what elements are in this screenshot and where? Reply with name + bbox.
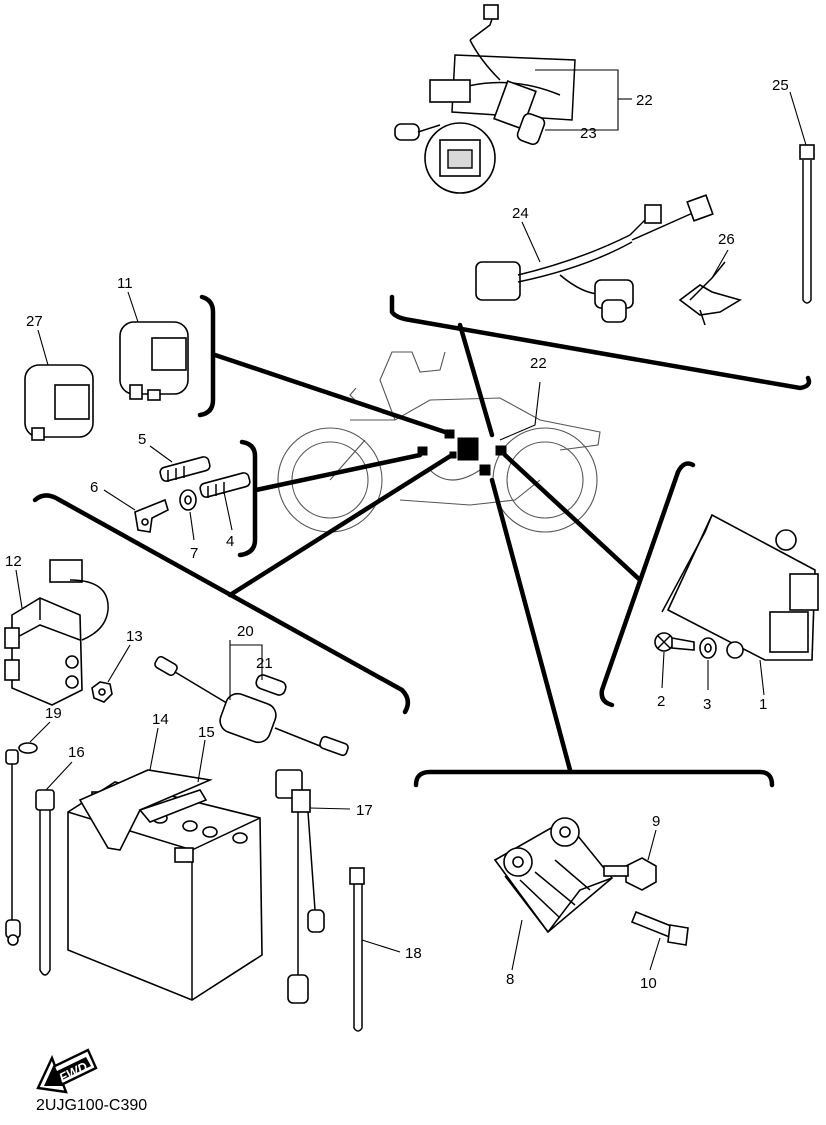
callout-4: 4 (226, 533, 234, 550)
callout-22: 22 (636, 92, 653, 109)
callout-24: 24 (512, 205, 529, 222)
callout-17: 17 (356, 802, 373, 819)
motorcycle-silhouette (277, 351, 601, 533)
part-15-battery-band (78, 769, 213, 851)
callout-19: 19 (45, 705, 62, 722)
part-1-cdi-unit (661, 513, 819, 661)
part-17-lead-wire (275, 769, 325, 1004)
callout-10: 10 (640, 975, 657, 992)
part-2-screw (654, 632, 695, 652)
part-18-cable-tie (349, 867, 365, 1032)
callout-22-bike: 22 (530, 355, 547, 372)
callout-25: 25 (772, 77, 789, 94)
callout-6: 6 (90, 479, 98, 496)
part-23-connector (516, 112, 546, 146)
diagram-code: 2UJG100-C390 (36, 1097, 148, 1114)
callout-8: 8 (506, 971, 514, 988)
part-4-fuse-holder (199, 472, 251, 498)
callout-11: 11 (117, 275, 133, 292)
leader-lines (32, 294, 812, 788)
part-3-washer (699, 637, 717, 659)
part-11-relay (119, 321, 189, 401)
callout-23: 23 (580, 125, 597, 142)
part-9-bolt (603, 857, 657, 891)
part-6-bracket (134, 498, 169, 533)
part-10-bolt (630, 910, 689, 946)
part-20-fuse-lead (154, 655, 349, 757)
part-19-ground-lead (5, 742, 38, 946)
callout-1: 1 (759, 696, 767, 713)
callout-12: 12 (5, 553, 22, 570)
callout-5: 5 (138, 431, 146, 448)
callout-18: 18 (405, 945, 422, 962)
part-16-breather-hose (35, 789, 55, 976)
callout-numbers: 1 2 3 4 5 6 7 8 9 10 11 12 13 14 15 16 1… (5, 77, 789, 992)
callout-21: 21 (256, 655, 273, 672)
fwd-arrow-icon: FWD (36, 1048, 98, 1094)
callout-15: 15 (198, 724, 215, 741)
part-5-fuse-holder (159, 456, 211, 482)
center-connectors (417, 429, 507, 476)
callout-26: 26 (718, 231, 735, 248)
part-22-harness (394, 4, 576, 194)
callout-3: 3 (703, 696, 711, 713)
part-12-starter-relay (4, 559, 109, 706)
callout-13: 13 (126, 628, 143, 645)
part-7-washer (179, 489, 197, 511)
part-26-clamp (678, 261, 742, 326)
callout-27: 27 (26, 313, 43, 330)
part-21-fuse (255, 674, 287, 696)
callout-7: 7 (190, 545, 198, 562)
part-24-sub-harness (475, 194, 714, 323)
part-8-rectifier-regulator (493, 817, 614, 934)
callout-14: 14 (152, 711, 169, 728)
callout-20: 20 (237, 623, 254, 640)
callout-16: 16 (68, 744, 85, 761)
part-25-cable-tie (799, 144, 815, 304)
callout-2: 2 (657, 693, 665, 710)
part-27-relay (24, 364, 94, 441)
callout-9: 9 (652, 813, 660, 830)
part-13-nut (91, 681, 113, 703)
